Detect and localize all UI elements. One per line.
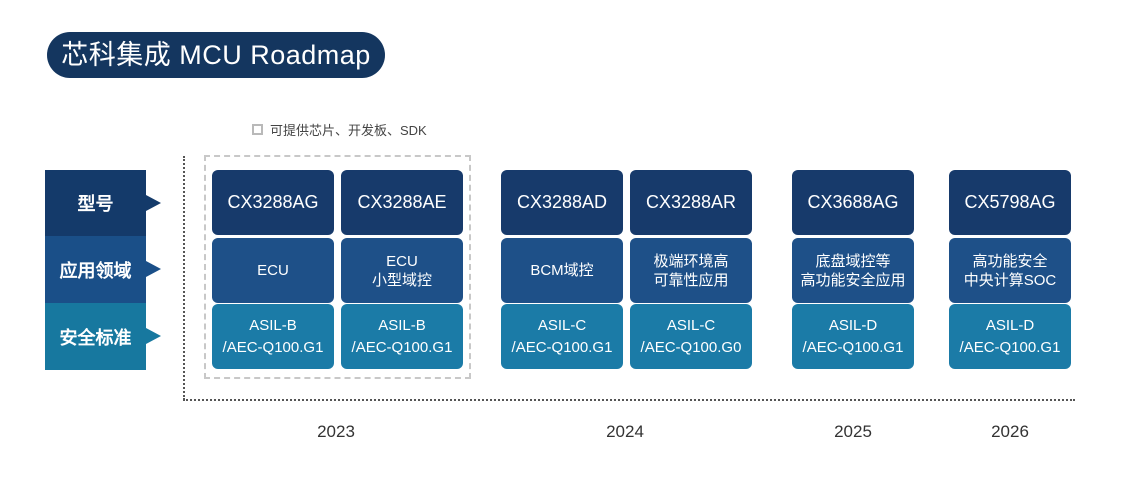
row-label-application: 应用领域 <box>45 236 146 303</box>
row-label-model: 型号 <box>45 170 146 236</box>
row-arrow-model <box>146 195 161 211</box>
legend: 可提供芯片、开发板、SDK <box>252 121 427 138</box>
year-label: 2026 <box>991 422 1029 441</box>
application-cell: ECU <box>212 238 334 303</box>
model-cell: CX5798AG <box>949 170 1071 235</box>
application-cell: 高功能安全中央计算SOC <box>949 238 1071 303</box>
model-cell: CX3288AG <box>212 170 334 235</box>
year-label: 2024 <box>606 422 644 441</box>
year-label: 2025 <box>834 422 872 441</box>
model-cell: CX3688AG <box>792 170 914 235</box>
safety-cell: ASIL-B/AEC-Q100.G1 <box>341 304 463 369</box>
safety-cell: ASIL-D/AEC-Q100.G1 <box>949 304 1071 369</box>
application-cell: BCM域控 <box>501 238 623 303</box>
application-cell: 底盘域控等高功能安全应用 <box>792 238 914 303</box>
model-cell: CX3288AD <box>501 170 623 235</box>
safety-cell: ASIL-C/AEC-Q100.G0 <box>630 304 752 369</box>
available-products-box <box>204 155 471 379</box>
timeline-horizontal-line <box>183 399 1075 401</box>
safety-cell: ASIL-C/AEC-Q100.G1 <box>501 304 623 369</box>
row-arrow-safety <box>146 328 161 344</box>
safety-cell: ASIL-D/AEC-Q100.G1 <box>792 304 914 369</box>
safety-cell: ASIL-B/AEC-Q100.G1 <box>212 304 334 369</box>
application-cell: 极端环境高可靠性应用 <box>630 238 752 303</box>
legend-label: 可提供芯片、开发板、SDK <box>270 122 427 138</box>
row-label-safety: 安全标准 <box>45 303 146 370</box>
model-cell: CX3288AR <box>630 170 752 235</box>
year-label: 2023 <box>317 422 355 441</box>
page-title: 芯科集成 MCU Roadmap <box>47 32 385 78</box>
timeline-vertical-line <box>183 156 185 400</box>
dashed-square-icon <box>252 123 263 135</box>
model-cell: CX3288AE <box>341 170 463 235</box>
row-arrow-application <box>146 261 161 277</box>
